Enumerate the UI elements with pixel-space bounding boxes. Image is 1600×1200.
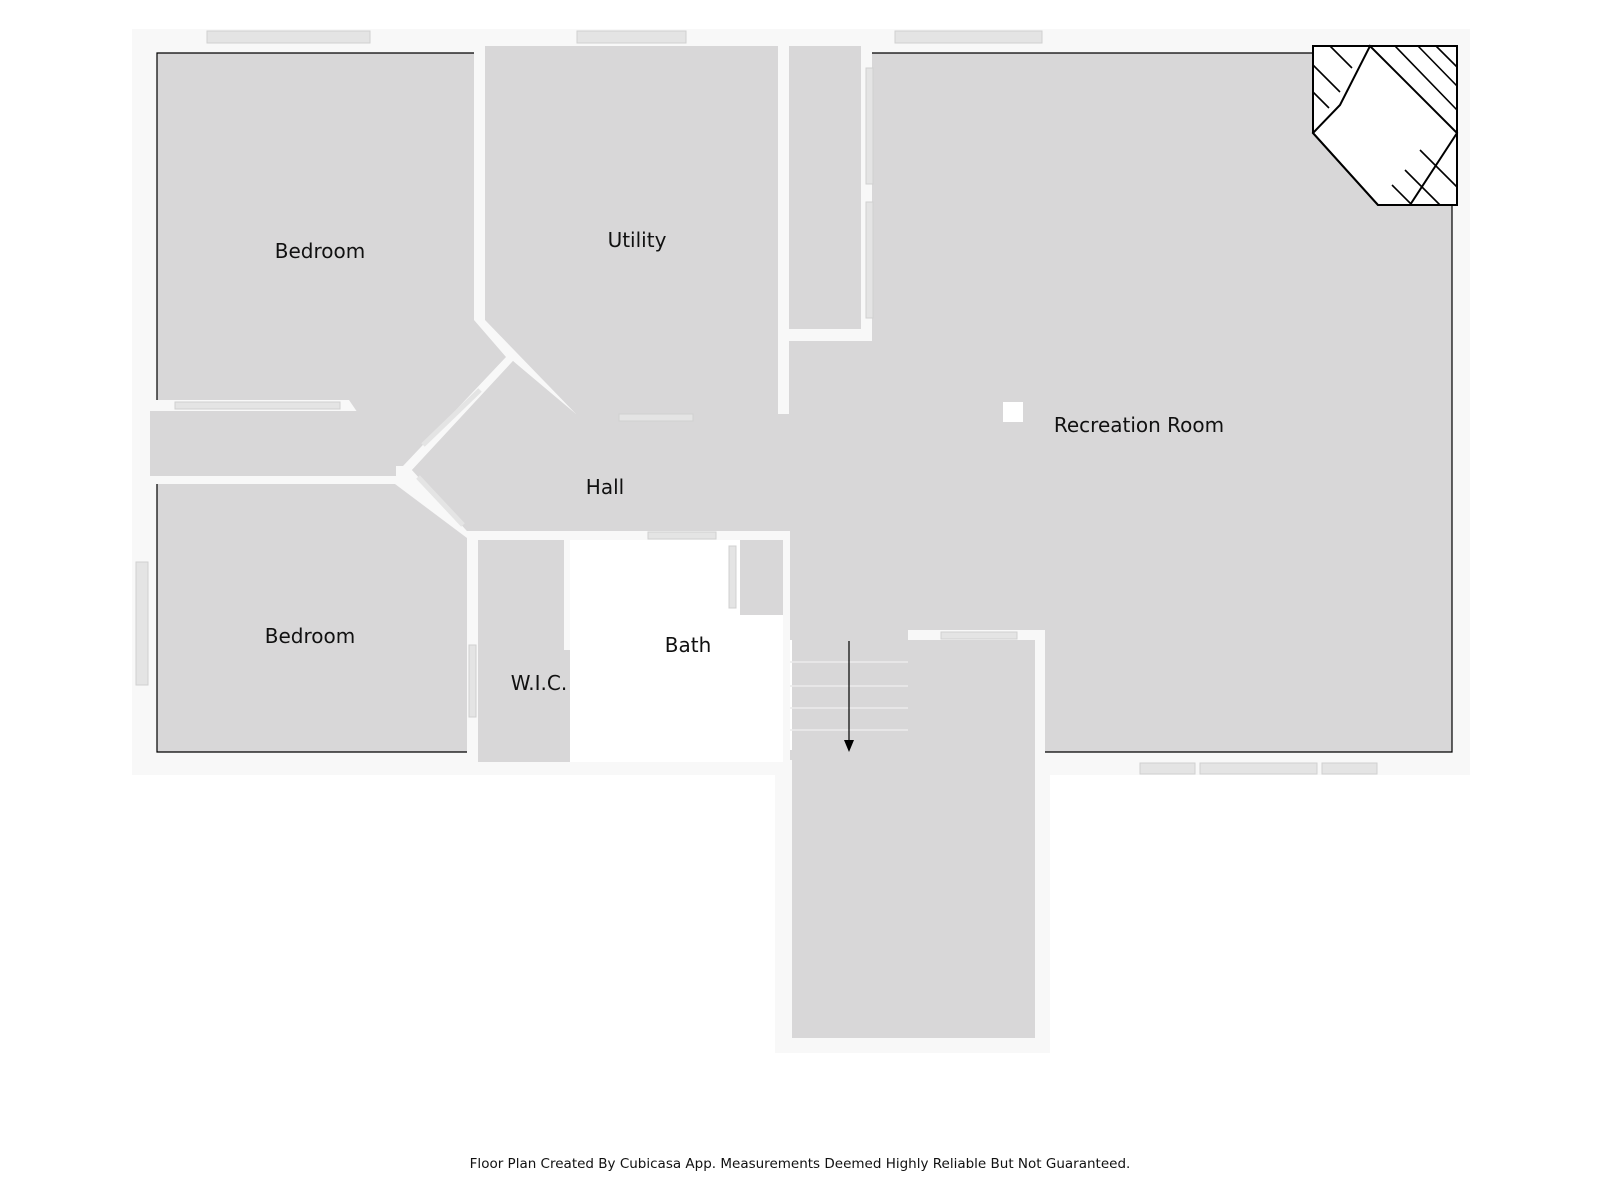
fireplace-icon	[1311, 44, 1459, 206]
room-label-utility: Utility	[608, 228, 667, 252]
room-label-recreation: Recreation Room	[1054, 413, 1224, 437]
support-column	[1003, 402, 1023, 422]
bedroom-bottom-floor	[157, 484, 467, 752]
room-label-bedroom-top: Bedroom	[275, 239, 365, 263]
exterior-outline	[156, 52, 1453, 753]
footer-disclaimer: Floor Plan Created By Cubicasa App. Meas…	[469, 1156, 1131, 1172]
room-label-wic: W.I.C.	[511, 671, 567, 695]
room-label-bath: Bath	[665, 633, 712, 657]
lower-extension-top	[920, 640, 1035, 760]
room-label-hall: Hall	[586, 475, 624, 499]
closet-strip-floor	[789, 46, 861, 329]
stairs-direction-arrow-icon	[844, 641, 854, 752]
room-label-bedroom-bottom: Bedroom	[265, 624, 355, 648]
utility-floor	[485, 46, 778, 414]
windows	[135, 30, 1378, 775]
diagonal-doors	[416, 388, 482, 527]
hall-floor	[412, 361, 790, 531]
recreation-room-floor	[412, 53, 1452, 760]
linen-closet-floor	[150, 411, 396, 476]
bath-linen-floor	[740, 540, 783, 615]
bedroom-top-floor	[157, 53, 506, 466]
